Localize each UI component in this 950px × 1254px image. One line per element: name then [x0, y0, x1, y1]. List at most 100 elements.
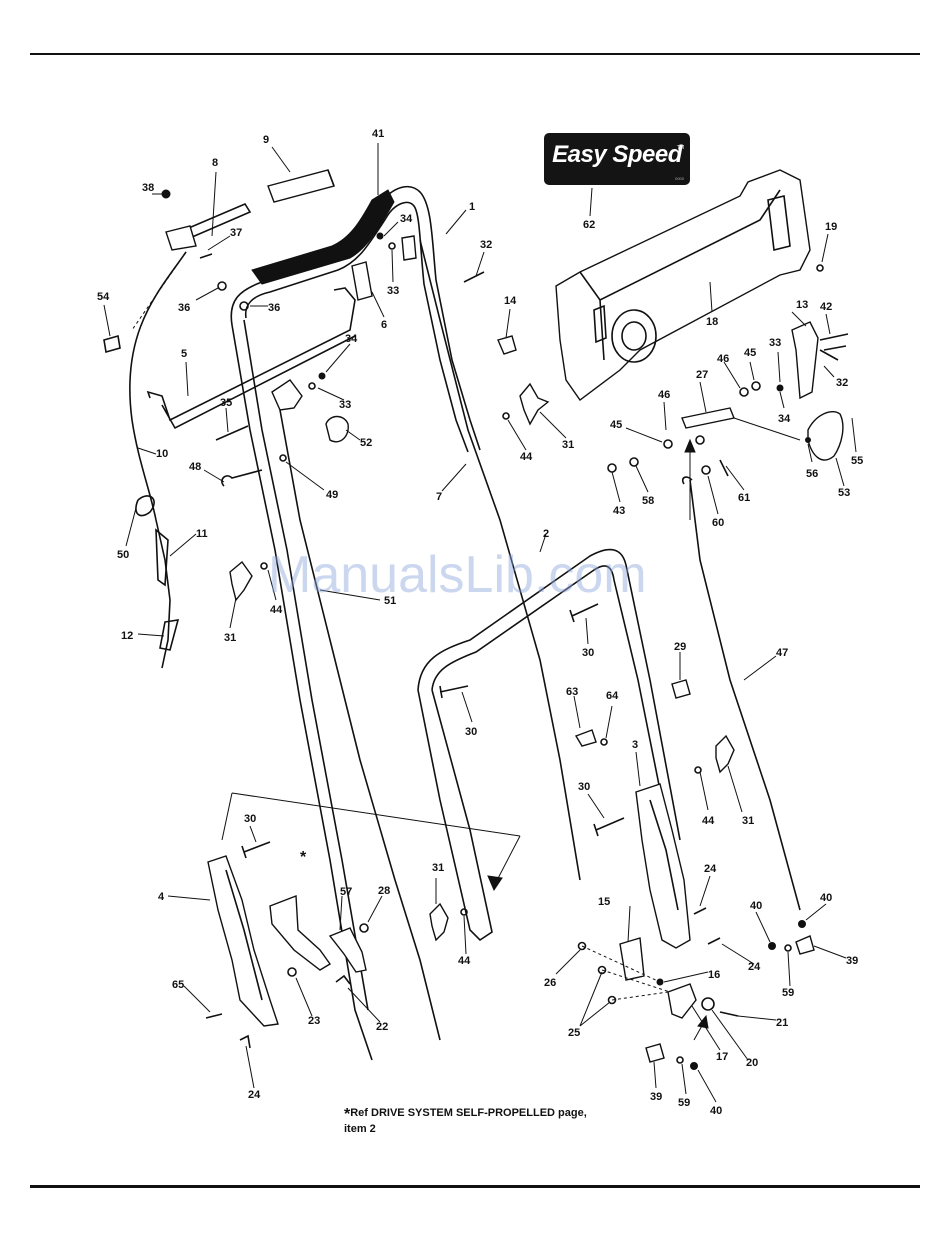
nut-40a [768, 942, 776, 950]
nut-34c [776, 384, 784, 392]
bracket-15 [619, 937, 645, 981]
dash-line-cable [131, 251, 187, 331]
watermark: ManualsLib.com [268, 546, 647, 604]
assembly-arrow-line [231, 792, 521, 837]
washer-20 [701, 997, 715, 1011]
callout-50: 50 [117, 549, 129, 561]
callout-3: 3 [632, 739, 638, 751]
callout-5: 5 [181, 348, 187, 360]
callout-48: 48 [189, 461, 201, 473]
callout-17: 17 [716, 1051, 728, 1063]
callout-30: 30 [244, 813, 256, 825]
washer-44b [260, 562, 268, 570]
callout-49: 49 [326, 489, 338, 501]
footnote-line-2: item 2 [344, 1123, 376, 1135]
callout-40: 40 [750, 900, 762, 912]
callout-4: 4 [158, 891, 165, 903]
nut-36a [217, 281, 227, 291]
callout-19: 19 [825, 221, 837, 233]
callout-30: 30 [582, 647, 594, 659]
control-cable [129, 251, 187, 669]
callout-65: 65 [172, 979, 184, 991]
footnote-line-1: Ref DRIVE SYSTEM SELF-PROPELLED page, [350, 1107, 587, 1119]
callout-14: 14 [504, 295, 517, 307]
speed-rod [681, 476, 801, 911]
nut-46b [739, 387, 749, 397]
callout-35: 35 [220, 397, 232, 409]
nut-26 [577, 941, 587, 951]
nut-64 [600, 738, 608, 746]
nut-34b [318, 372, 326, 380]
callout-43: 43 [613, 505, 625, 517]
asterisk-marker: * [300, 849, 307, 866]
nut-19 [816, 264, 824, 272]
bolt-30b [439, 685, 469, 699]
nut-40b [798, 920, 806, 928]
callout-7: 7 [436, 491, 442, 503]
callout-labels: 41 9 8 38 37 36 36 34 33 1 32 62 19 54 6… [97, 128, 863, 1117]
washer-59a [784, 944, 792, 952]
callout-23: 23 [308, 1015, 320, 1027]
nut-46 [695, 435, 705, 445]
washer-60 [701, 465, 711, 475]
callout-56: 56 [806, 468, 818, 480]
washer-49 [279, 454, 287, 462]
callout-40: 40 [820, 892, 832, 904]
ferrule-39a [795, 935, 815, 955]
callout-33: 33 [339, 399, 351, 411]
callout-33: 33 [387, 285, 399, 297]
footnote: *Ref DRIVE SYSTEM SELF-PROPELLED page, i… [344, 1106, 587, 1137]
washer-44d [460, 908, 468, 916]
dash-line-c [611, 991, 669, 1001]
part-63 [574, 729, 597, 747]
callout-30: 30 [578, 781, 590, 793]
callout-30: 30 [465, 726, 477, 738]
wing-knob-31c [715, 734, 735, 774]
callout-64: 64 [606, 690, 619, 702]
spring-61 [719, 459, 729, 477]
callout-36: 36 [268, 302, 280, 314]
callout-44: 44 [520, 451, 533, 463]
clip-29 [671, 679, 691, 699]
callout-24: 24 [248, 1089, 261, 1101]
callout-51: 51 [384, 595, 396, 607]
callout-42: 42 [820, 301, 832, 313]
bracket-star [269, 895, 332, 971]
callout-13: 13 [796, 299, 808, 311]
bolt-32b [819, 349, 839, 361]
callout-44: 44 [702, 815, 715, 827]
callout-27: 27 [696, 369, 708, 381]
drive-cable [279, 409, 441, 1041]
bottom-rule [30, 1185, 920, 1188]
knob-52 [325, 415, 349, 443]
callout-16: 16 [708, 969, 720, 981]
callout-33: 33 [769, 337, 781, 349]
callout-47: 47 [776, 647, 788, 659]
callout-45: 45 [744, 347, 756, 359]
callout-57: 57 [340, 886, 352, 898]
nut-56 [805, 437, 811, 443]
callout-20: 20 [746, 1057, 758, 1069]
speed-knob [807, 411, 844, 461]
assembly-arrow-left [221, 792, 233, 841]
washer-58 [629, 457, 639, 467]
logo-trademark: TM [676, 145, 684, 151]
callout-34: 34 [400, 213, 413, 225]
nut-43 [607, 463, 617, 473]
callout-28: 28 [378, 885, 390, 897]
callout-45: 45 [610, 419, 622, 431]
callout-21: 21 [776, 1017, 788, 1029]
washer-45 [663, 439, 673, 449]
callout-11: 11 [196, 528, 208, 540]
callout-37: 37 [230, 227, 242, 239]
callout-36: 36 [178, 302, 190, 314]
washer-33b [308, 382, 316, 390]
bracket-17 [667, 983, 697, 1019]
bolt-24b [707, 937, 721, 945]
nut-25a [597, 965, 607, 975]
callout-52: 52 [360, 437, 372, 449]
callout-31: 31 [224, 632, 236, 644]
callout-32: 32 [480, 239, 492, 251]
leader-lines [103, 143, 857, 1103]
